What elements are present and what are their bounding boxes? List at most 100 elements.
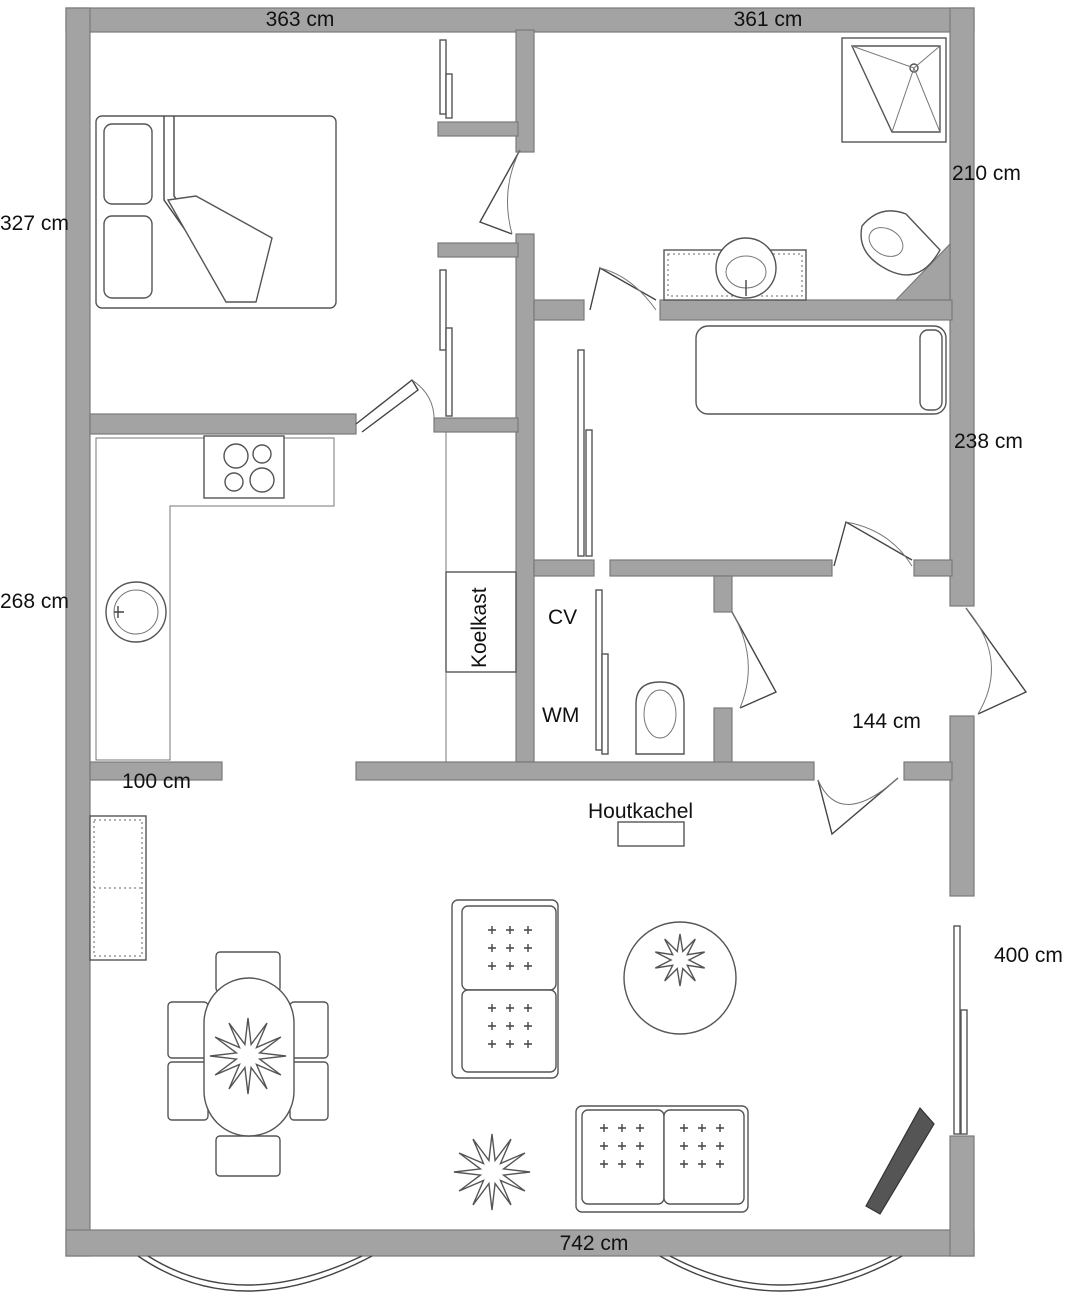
wall-closet-c [433, 417, 519, 433]
sliding-door-wardrobe-2 [585, 429, 593, 557]
chair-right-2 [289, 1061, 329, 1121]
wall-bed2-a [533, 559, 595, 577]
sliding-door-living-1 [953, 925, 961, 1135]
tuft [716, 1124, 724, 1132]
single-bed-frame [695, 325, 947, 415]
kitchen-counter [95, 437, 335, 761]
kitchen [95, 432, 517, 762]
tuft [716, 1160, 724, 1168]
tuft [488, 1040, 496, 1048]
sofa-bottom-cushion-1 [581, 1109, 665, 1205]
toilet-util-seat [643, 689, 677, 739]
tuft [680, 1142, 688, 1150]
door-entry-arc [965, 607, 992, 715]
tuft [524, 962, 532, 970]
plant-floor [453, 1133, 531, 1211]
door-bedroom2 [833, 520, 913, 567]
coffee-table [623, 921, 737, 1035]
wall-center-upper [515, 29, 535, 153]
door-bedroom2-arc [845, 521, 913, 567]
tuft [698, 1142, 706, 1150]
plant-table [209, 1017, 287, 1095]
tuft [618, 1160, 626, 1168]
single-bed-pillow [919, 329, 943, 411]
dim-right-hall: 144 cm [852, 710, 921, 733]
sliding-door-utility-2 [601, 653, 609, 755]
door-bedroom [355, 378, 419, 433]
dim-kitchen-counter: 100 cm [122, 770, 191, 793]
sliding-door-closet-b1 [439, 269, 447, 351]
kitchen-sink [105, 581, 167, 643]
toilet-utility [635, 681, 685, 755]
tuft [506, 1040, 514, 1048]
tuft [680, 1160, 688, 1168]
tuft [600, 1142, 608, 1150]
shower-slope [851, 45, 941, 133]
tuft [506, 1004, 514, 1012]
wall-right-middle [949, 715, 975, 897]
dim-bottom: 742 cm [560, 1232, 629, 1255]
dim-right-bedroom2: 238 cm [954, 430, 1023, 453]
label-boiler: CV [548, 606, 577, 629]
label-stove: Houtkachel [588, 800, 693, 823]
dim-left-middle: 268 cm [0, 590, 69, 613]
door-utility-arc [731, 611, 749, 709]
dimension-labels: 363 cm 361 cm 327 cm 268 cm 100 cm 742 c… [0, 8, 1063, 1255]
tuft [636, 1142, 644, 1150]
wall-bath-left [533, 299, 585, 321]
door-living-arc [817, 777, 899, 805]
chair-bottom [215, 1135, 281, 1177]
sliding-door-closet-a1 [439, 39, 447, 115]
dim-right-bathroom: 210 cm [952, 162, 1021, 185]
tuft [506, 1022, 514, 1030]
door-utility [731, 611, 777, 709]
dim-top-right: 361 cm [734, 8, 803, 31]
tuft [716, 1142, 724, 1150]
bay-window-right [659, 1255, 903, 1292]
bed-blanket-fold [166, 195, 273, 303]
sofa-bottom-cushion-2 [663, 1109, 745, 1205]
tuft [618, 1124, 626, 1132]
toilet-bath-bowl [860, 210, 941, 276]
tuft [488, 926, 496, 934]
tuft [618, 1142, 626, 1150]
kitchen-tap [114, 606, 124, 618]
wall-living-top [355, 761, 815, 781]
tuft [506, 944, 514, 952]
cooktop [203, 435, 285, 499]
sideboard [89, 815, 147, 961]
wall-bed2-c [913, 559, 953, 577]
wall-top [65, 7, 975, 33]
room-labels: Koelkast CV WM Houtkachel [468, 587, 693, 823]
dim-left-upper: 327 cm [0, 212, 69, 235]
wall-center-lower [515, 233, 535, 763]
shower [841, 37, 947, 143]
sliding-door-utility-1 [595, 589, 603, 751]
label-fridge: Koelkast [468, 587, 491, 668]
door-living [817, 777, 899, 836]
bay-window-right-inner [669, 1255, 893, 1286]
sofa-left-cushion-2 [461, 989, 557, 1073]
tuft [636, 1124, 644, 1132]
tuft [488, 1022, 496, 1030]
door-bedroom-arc [411, 379, 435, 425]
sofa-bottom-tufts [600, 1124, 724, 1168]
sofa-left [451, 899, 559, 1079]
toilet-bath-seat [868, 227, 904, 257]
pillow-top [103, 123, 153, 205]
door-entry [965, 607, 1028, 715]
wall-living-top-right [903, 761, 953, 781]
bed-single [695, 325, 947, 415]
wall-bath-corner [894, 242, 951, 301]
burner-4 [249, 467, 275, 493]
sofa-bottom [575, 1105, 749, 1213]
chair-left-2 [167, 1061, 209, 1121]
dim-right-living: 400 cm [994, 944, 1063, 967]
tuft [524, 944, 532, 952]
tuft [524, 926, 532, 934]
bay-window-left-inner [147, 1255, 363, 1286]
fridge [445, 571, 517, 673]
tuft [636, 1160, 644, 1168]
tv [865, 1106, 935, 1215]
